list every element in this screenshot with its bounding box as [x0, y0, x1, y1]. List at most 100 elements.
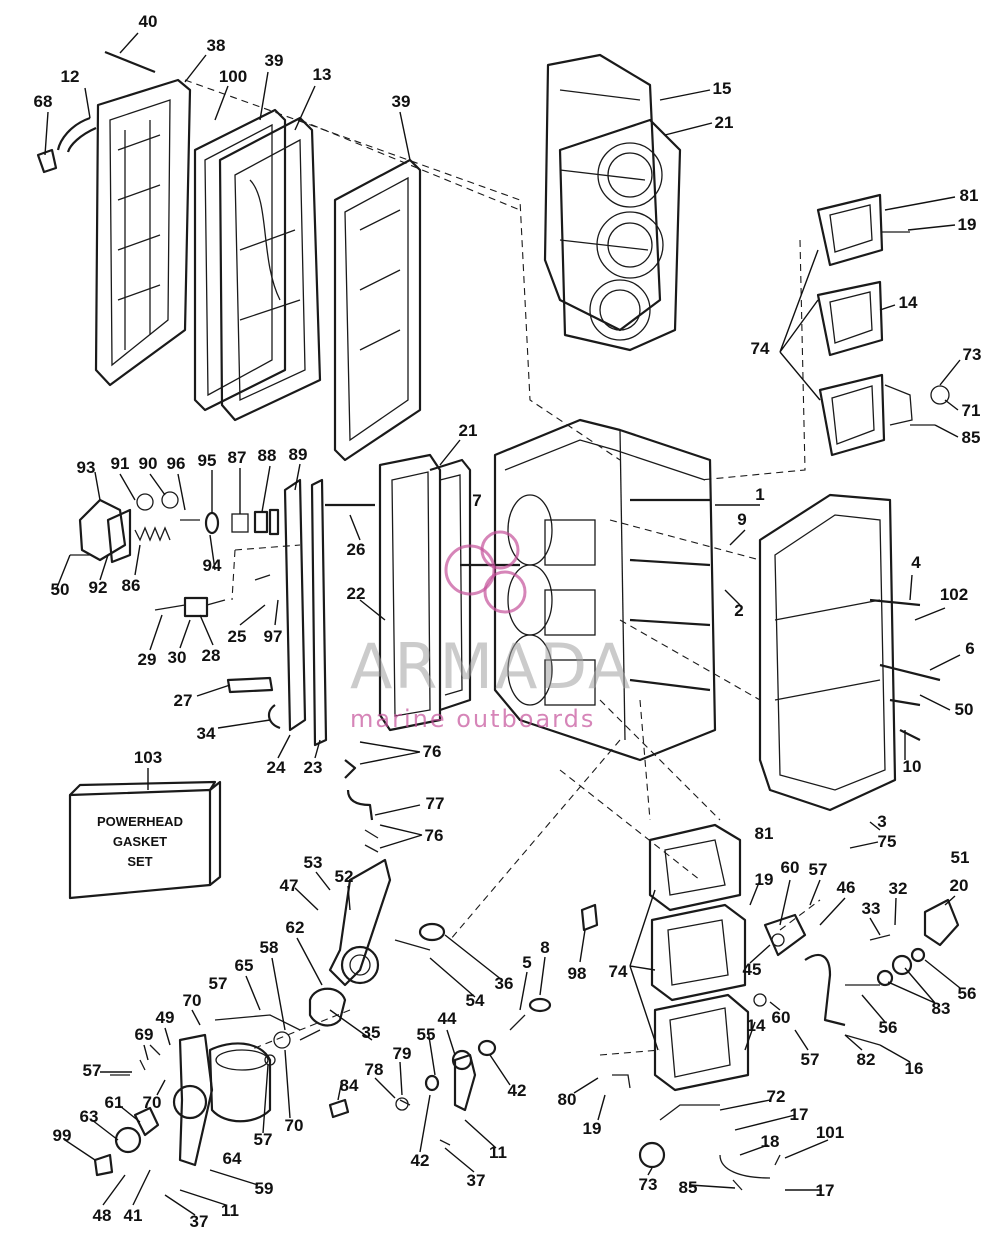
part-callout-103: 103: [134, 748, 162, 767]
part-callout-35: 35: [362, 1023, 381, 1042]
crankcase-cover: [94, 50, 192, 387]
part-callout-54: 54: [466, 991, 485, 1010]
crankcase-half: [758, 493, 941, 812]
part-callout-102: 102: [940, 585, 968, 604]
gasket-set-line3: SET: [127, 854, 152, 869]
part-callout-19b: 19: [755, 870, 774, 889]
part-callout-71: 71: [962, 401, 981, 420]
lower-right-hardware: [638, 898, 960, 1191]
part-callout-51: 51: [951, 848, 970, 867]
part-callout-21b: 21: [459, 421, 478, 440]
part-callout-11b: 11: [221, 1201, 239, 1220]
part-callout-98: 98: [568, 964, 587, 983]
part-callout-76a: 76: [423, 742, 442, 761]
part-callout-57b: 57: [209, 974, 228, 993]
part-callout-70a: 70: [183, 991, 202, 1010]
part-callout-57a: 57: [809, 860, 828, 879]
part-callout-14b: 14: [747, 1016, 766, 1035]
part-callout-92: 92: [89, 578, 108, 597]
reed-valves-upper: [816, 193, 950, 457]
part-callout-56b: 56: [879, 1018, 898, 1037]
part-callout-12: 12: [61, 67, 80, 86]
part-callout-75: 75: [878, 832, 897, 851]
part-callout-96: 96: [167, 454, 186, 473]
part-callout-41: 41: [124, 1206, 143, 1225]
part-callout-15: 15: [713, 79, 732, 98]
part-callout-13: 13: [313, 65, 332, 84]
part-callout-40: 40: [139, 12, 158, 31]
gasket-set-line2: GASKET: [113, 834, 167, 849]
part-callout-10: 10: [903, 757, 922, 776]
part-callout-68: 68: [34, 92, 53, 111]
lower-center-linkage: [328, 903, 599, 1146]
part-callout-33: 33: [862, 899, 881, 918]
part-callout-22: 22: [347, 584, 366, 603]
part-callout-101: 101: [816, 1123, 844, 1142]
gasket-set-label: POWERHEAD GASKET SET: [97, 814, 183, 869]
part-callout-74a: 74: [751, 339, 770, 358]
part-callout-46: 46: [837, 878, 856, 897]
part-callout-42a: 42: [508, 1081, 527, 1100]
part-callout-44: 44: [438, 1009, 457, 1028]
part-callout-16: 16: [905, 1059, 924, 1078]
hose-fitting: [36, 116, 97, 174]
part-callout-11a: 11: [489, 1143, 507, 1162]
part-callout-95: 95: [198, 451, 217, 470]
part-callout-73b: 73: [639, 1175, 658, 1194]
part-callout-25: 25: [228, 627, 247, 646]
part-callout-70c: 70: [285, 1116, 304, 1135]
part-callout-57d: 57: [83, 1061, 102, 1080]
part-callout-37b: 37: [190, 1212, 209, 1231]
part-callout-19a: 19: [958, 215, 977, 234]
part-callout-23: 23: [304, 758, 323, 777]
part-callout-76b: 76: [425, 826, 444, 845]
part-callout-34: 34: [197, 724, 216, 743]
part-callout-94: 94: [203, 556, 222, 575]
part-callout-87: 87: [228, 448, 247, 467]
part-callout-52: 52: [335, 867, 354, 886]
part-callout-62: 62: [286, 918, 305, 937]
part-callout-36: 36: [495, 974, 514, 993]
part-callout-64: 64: [223, 1149, 242, 1168]
part-callout-85a: 85: [962, 428, 981, 447]
part-callout-3: 3: [877, 812, 886, 831]
part-callout-78: 78: [365, 1060, 384, 1079]
exhaust-cover: [325, 453, 472, 732]
part-callout-91: 91: [111, 454, 130, 473]
part-callout-28: 28: [202, 646, 221, 665]
part-callout-55: 55: [417, 1025, 436, 1044]
part-callout-30: 30: [168, 648, 187, 667]
part-callout-93: 93: [77, 458, 96, 477]
part-callout-1: 1: [755, 485, 764, 504]
part-callout-14a: 14: [899, 293, 918, 312]
part-callout-4: 4: [911, 553, 921, 572]
watermark-brand: ARMADA: [350, 630, 632, 703]
part-callout-27: 27: [174, 691, 193, 710]
alignment-lines: [184, 79, 821, 1056]
part-callout-90: 90: [139, 454, 158, 473]
part-callout-81a: 81: [960, 186, 979, 205]
part-callout-20: 20: [950, 876, 969, 895]
lower-left-hardware: [93, 1014, 321, 1177]
cylinder-head: [543, 53, 682, 352]
part-callout-99: 99: [53, 1126, 72, 1145]
part-callout-8: 8: [540, 938, 549, 957]
sensor-and-plug: [154, 574, 281, 730]
thin-gaskets: [283, 478, 328, 747]
leader-lines: [44, 32, 961, 1216]
part-callout-19c: 19: [583, 1119, 602, 1138]
part-callout-50b: 50: [955, 700, 974, 719]
part-callout-32: 32: [889, 879, 908, 898]
bleed-hose: [344, 759, 379, 853]
part-callout-85b: 85: [679, 1178, 698, 1197]
part-callout-60a: 60: [781, 858, 800, 877]
part-callout-80: 80: [558, 1090, 577, 1109]
part-callout-2: 2: [734, 601, 743, 620]
part-callout-53: 53: [304, 853, 323, 872]
part-callout-38: 38: [207, 36, 226, 55]
part-callout-56a: 56: [958, 984, 977, 1003]
part-callout-100: 100: [219, 67, 247, 86]
part-callout-73a: 73: [963, 345, 982, 364]
part-callout-88: 88: [258, 446, 277, 465]
